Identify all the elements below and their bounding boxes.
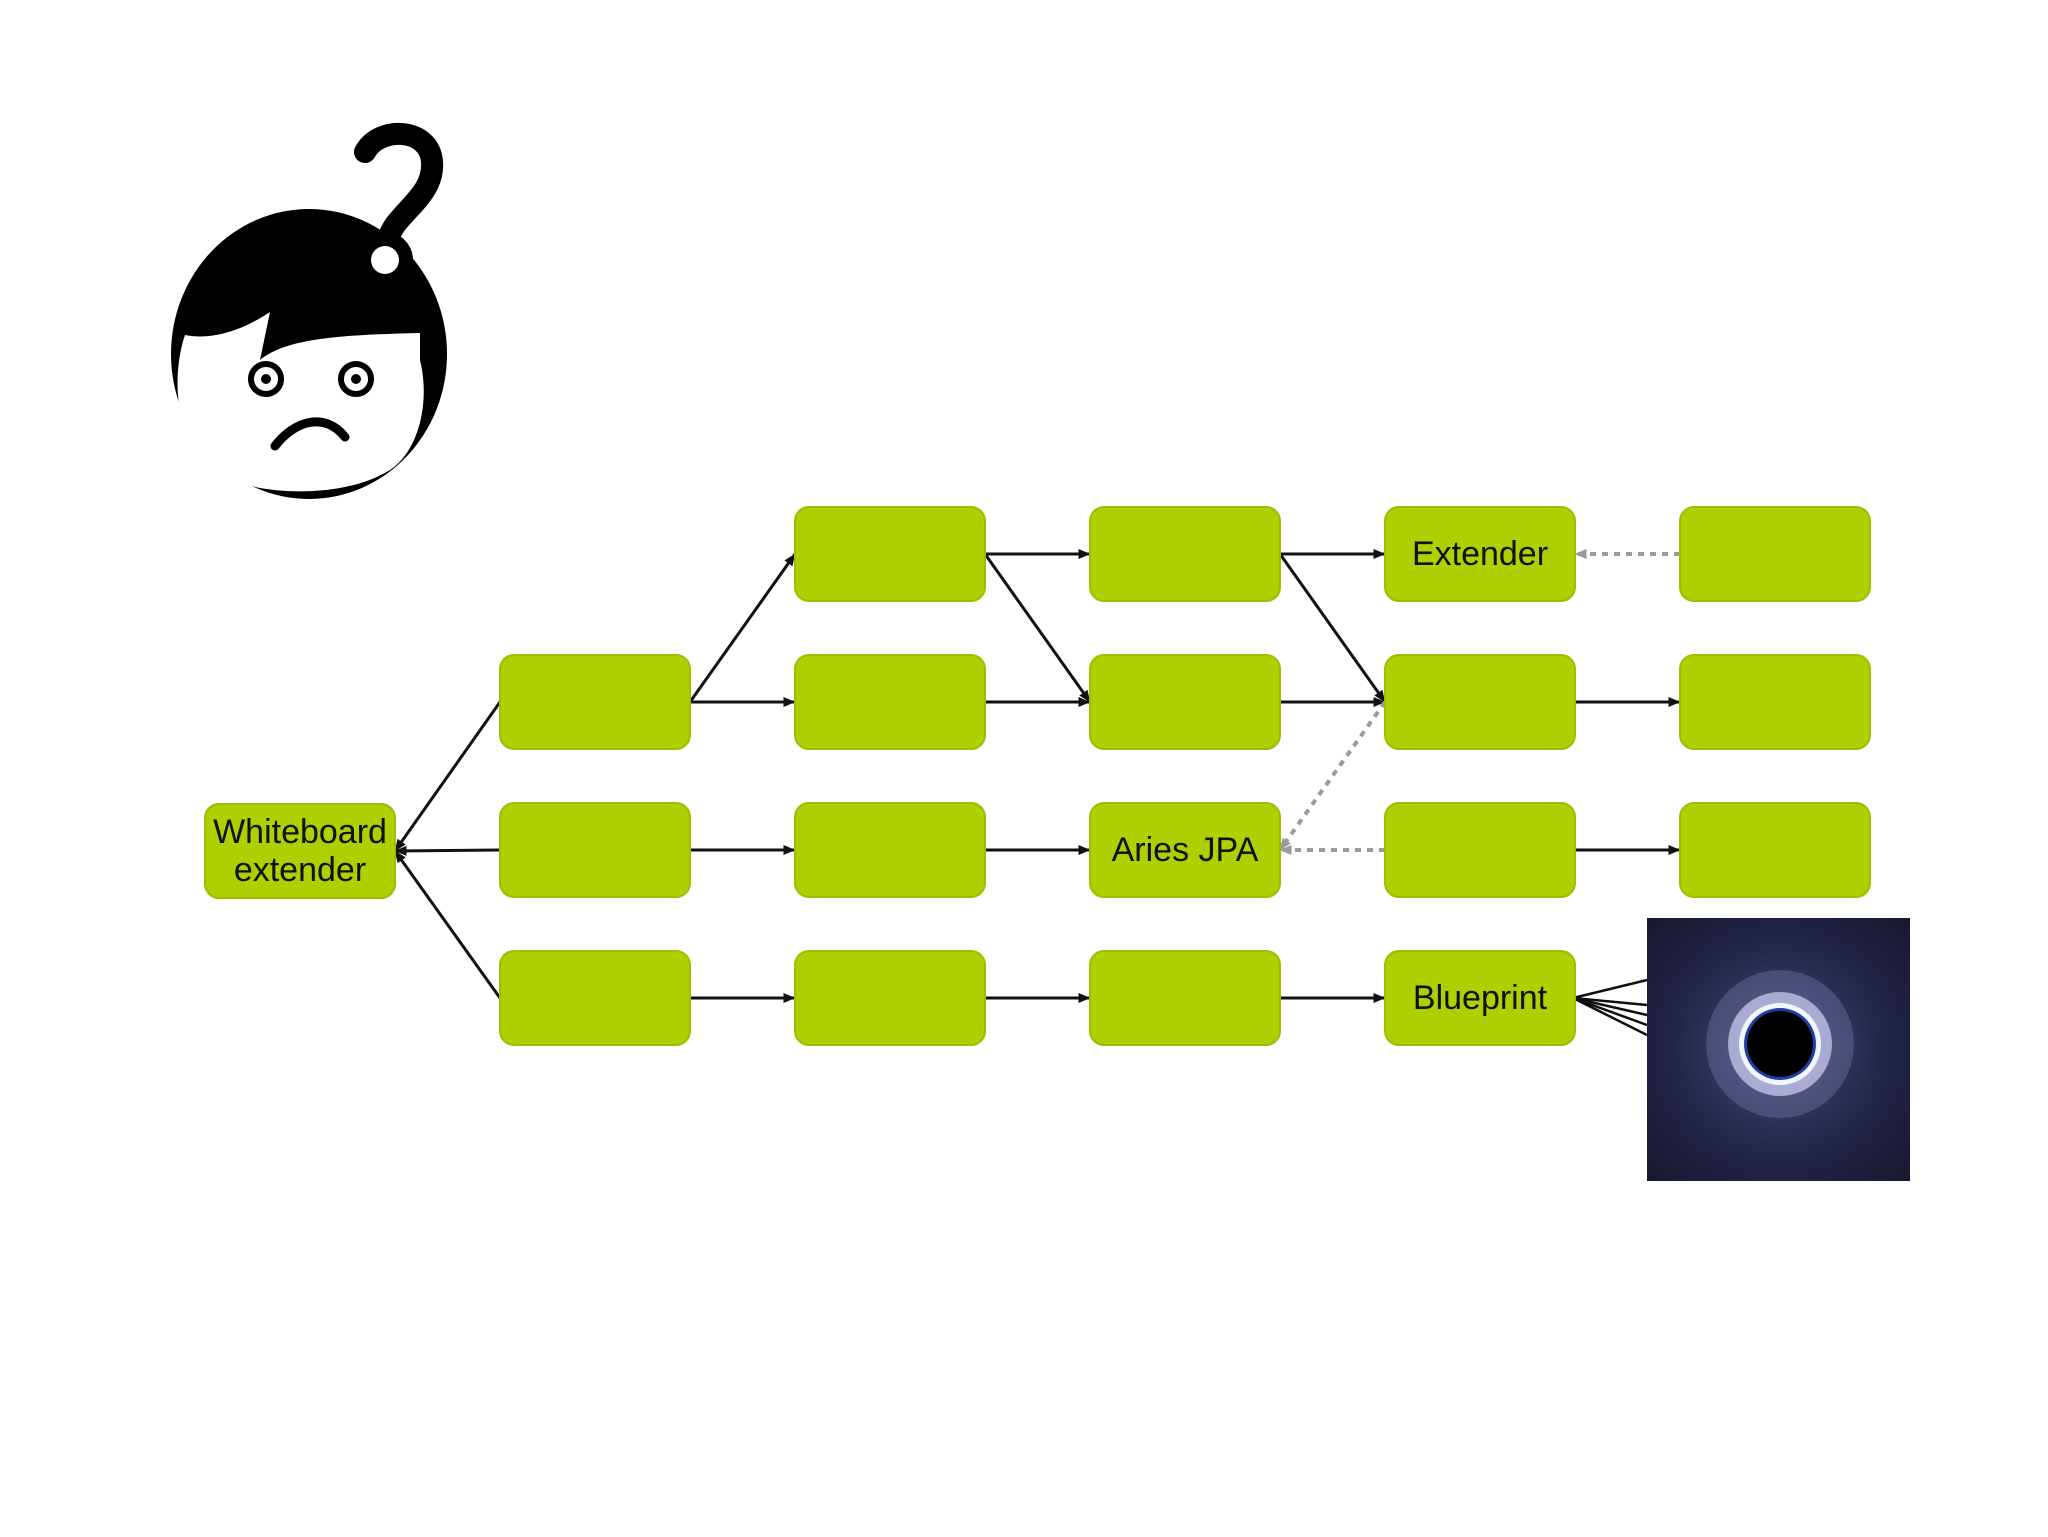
edge-r1c0-to-r0c1 bbox=[688, 553, 797, 703]
node-extender bbox=[1384, 506, 1576, 602]
node-label-whiteboard: Whiteboard extender bbox=[205, 804, 395, 898]
edges-layer bbox=[393, 549, 1681, 1003]
nodes-layer bbox=[204, 506, 1871, 1046]
node-r0c2 bbox=[1089, 506, 1281, 602]
edge-r0c1-to-r1c2 bbox=[983, 553, 1092, 703]
blueprint-rays bbox=[1572, 978, 1648, 1037]
node-label-text-whiteboard: Whiteboard extender bbox=[213, 813, 387, 889]
node-aries bbox=[1089, 802, 1281, 898]
edge-r0c2-to-r1c3 bbox=[1278, 553, 1387, 703]
node-label-aries: Aries JPA bbox=[1090, 803, 1280, 897]
node-r2c0 bbox=[499, 802, 691, 898]
edge-r1c0-to-whiteboard bbox=[393, 701, 502, 852]
node-blueprint bbox=[1384, 950, 1576, 1046]
node-r1c0 bbox=[499, 654, 691, 750]
confused-face-icon bbox=[171, 122, 447, 499]
node-label-extender: Extender bbox=[1385, 507, 1575, 601]
node-r1c4 bbox=[1679, 654, 1871, 750]
edge-r3c0-to-whiteboard bbox=[393, 850, 502, 999]
node-r3c1 bbox=[794, 950, 986, 1046]
node-r2c1 bbox=[794, 802, 986, 898]
node-whiteboard bbox=[204, 803, 396, 899]
node-label-text-extender: Extender bbox=[1411, 535, 1549, 573]
node-r3c2 bbox=[1089, 950, 1281, 1046]
node-r1c1 bbox=[794, 654, 986, 750]
edge-r2c0-to-whiteboard bbox=[394, 845, 501, 856]
black-hole-image bbox=[1647, 918, 1910, 1181]
node-r2c3 bbox=[1384, 802, 1576, 898]
node-label-text-aries: Aries JPA bbox=[1111, 831, 1259, 869]
edge-r1c3-to-aries bbox=[1278, 700, 1387, 852]
node-r1c2 bbox=[1089, 654, 1281, 750]
node-r2c4 bbox=[1679, 802, 1871, 898]
node-r1c3 bbox=[1384, 654, 1576, 750]
node-label-blueprint: Blueprint bbox=[1385, 951, 1575, 1045]
node-r0c4 bbox=[1679, 506, 1871, 602]
node-r3c0 bbox=[499, 950, 691, 1046]
node-label-text-blueprint: Blueprint bbox=[1412, 979, 1548, 1017]
node-r0c1 bbox=[794, 506, 986, 602]
